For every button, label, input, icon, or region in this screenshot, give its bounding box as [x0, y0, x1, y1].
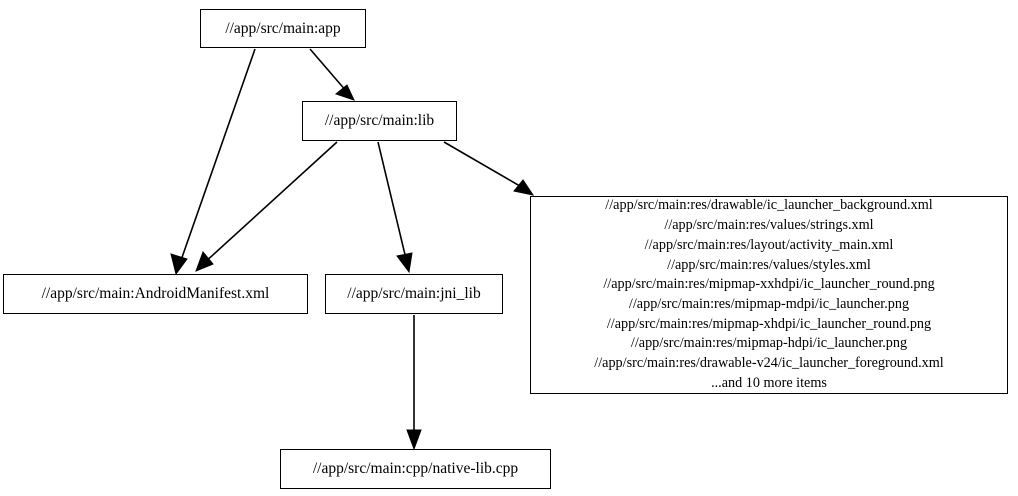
node-native-lib-cpp-label: //app/src/main:cpp/native-lib.cpp	[312, 460, 519, 478]
node-lib[interactable]: //app/src/main:lib	[302, 101, 457, 141]
node-app-label: //app/src/main:app	[225, 19, 341, 37]
edge-lib-to-jni-lib	[377, 141, 413, 274]
node-app[interactable]: //app/src/main:app	[200, 9, 366, 48]
node-android-manifest-label: //app/src/main:AndroidManifest.xml	[41, 285, 270, 303]
node-native-lib-cpp[interactable]: //app/src/main:cpp/native-lib.cpp	[280, 449, 551, 489]
node-res-group-label: //app/src/main:res/drawable/ic_launcher_…	[594, 197, 944, 391]
edge-lib-to-android-manifest	[195, 141, 338, 272]
node-android-manifest[interactable]: //app/src/main:AndroidManifest.xml	[3, 274, 308, 314]
node-jni-lib-label: //app/src/main:jni_lib	[347, 285, 481, 303]
node-jni-lib[interactable]: //app/src/main:jni_lib	[325, 274, 503, 314]
edge-lib-to-res-group	[443, 141, 535, 196]
node-res-group[interactable]: //app/src/main:res/drawable/ic_launcher_…	[530, 196, 1008, 394]
edge-app-to-lib	[309, 48, 355, 101]
edge-app-to-android-manifest	[170, 48, 256, 276]
node-lib-label: //app/src/main:lib	[324, 112, 435, 130]
edge-jni-lib-to-native-lib-cpp	[406, 315, 422, 451]
